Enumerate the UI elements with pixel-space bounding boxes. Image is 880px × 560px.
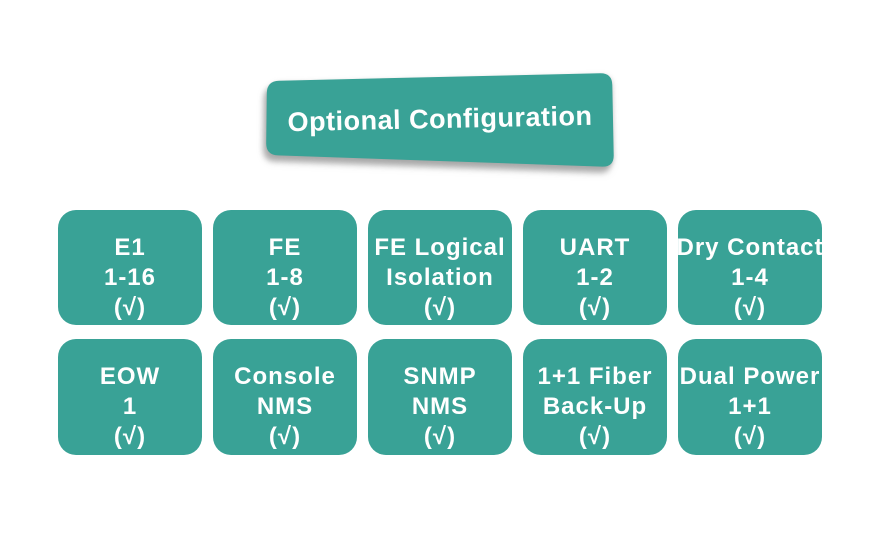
option-range: Back-Up <box>542 393 648 420</box>
option-check: (√) <box>423 293 457 321</box>
option-title: FE Logical <box>374 233 506 261</box>
option-box-snmp-nms: SNMP NMS (√) <box>368 339 512 455</box>
option-box-dry-contact: Dry Contact 1-4 (√) <box>676 210 824 325</box>
option-check: (√) <box>423 423 457 450</box>
banner-shape <box>266 73 614 167</box>
option-title: UART <box>559 233 631 261</box>
option-range: NMS <box>411 393 469 420</box>
option-check: (√) <box>578 423 612 450</box>
option-range: 1+1 <box>728 393 772 420</box>
option-check: (√) <box>268 293 302 321</box>
option-range: 1 <box>122 393 138 420</box>
banner-shape-svg <box>266 73 614 167</box>
banner-title: Optional Configuration <box>287 100 593 137</box>
option-title: Dual Power <box>679 363 821 390</box>
option-check: (√) <box>733 293 767 321</box>
option-box-eow: EOW 1 (√) <box>58 339 202 455</box>
option-title: 1+1 Fiber <box>537 363 653 390</box>
option-check: (√) <box>733 423 767 450</box>
option-grid: E1 1-16 (√) FE 1-8 (√) FE Logical Isolat… <box>58 210 824 455</box>
option-check: (√) <box>268 423 302 450</box>
option-box-dual-power: Dual Power 1+1 (√) <box>678 339 822 455</box>
option-range: Isolation <box>386 263 494 291</box>
option-range: 1-8 <box>266 263 304 291</box>
option-range: NMS <box>256 393 314 420</box>
option-title: SNMP <box>403 363 477 390</box>
option-title: E1 <box>114 233 146 261</box>
option-title: EOW <box>99 363 161 390</box>
option-check: (√) <box>113 423 147 450</box>
option-range: 1-2 <box>576 263 614 291</box>
option-box-e1: E1 1-16 (√) <box>58 210 202 325</box>
option-title: FE <box>268 233 302 261</box>
option-range: 1-4 <box>731 263 769 291</box>
option-box-console-nms: Console NMS (√) <box>213 339 357 455</box>
option-check: (√) <box>113 293 147 321</box>
option-box-uart: UART 1-2 (√) <box>523 210 667 325</box>
option-range: 1-16 <box>103 263 157 291</box>
option-box-fe: FE 1-8 (√) <box>213 210 357 325</box>
option-title: Console <box>234 363 336 390</box>
option-box-fe-logical-isolation: FE Logical Isolation (√) <box>368 210 512 325</box>
option-box-fiber-backup: 1+1 Fiber Back-Up (√) <box>523 339 667 455</box>
option-check: (√) <box>578 293 612 321</box>
option-title: Dry Contact <box>676 233 824 261</box>
